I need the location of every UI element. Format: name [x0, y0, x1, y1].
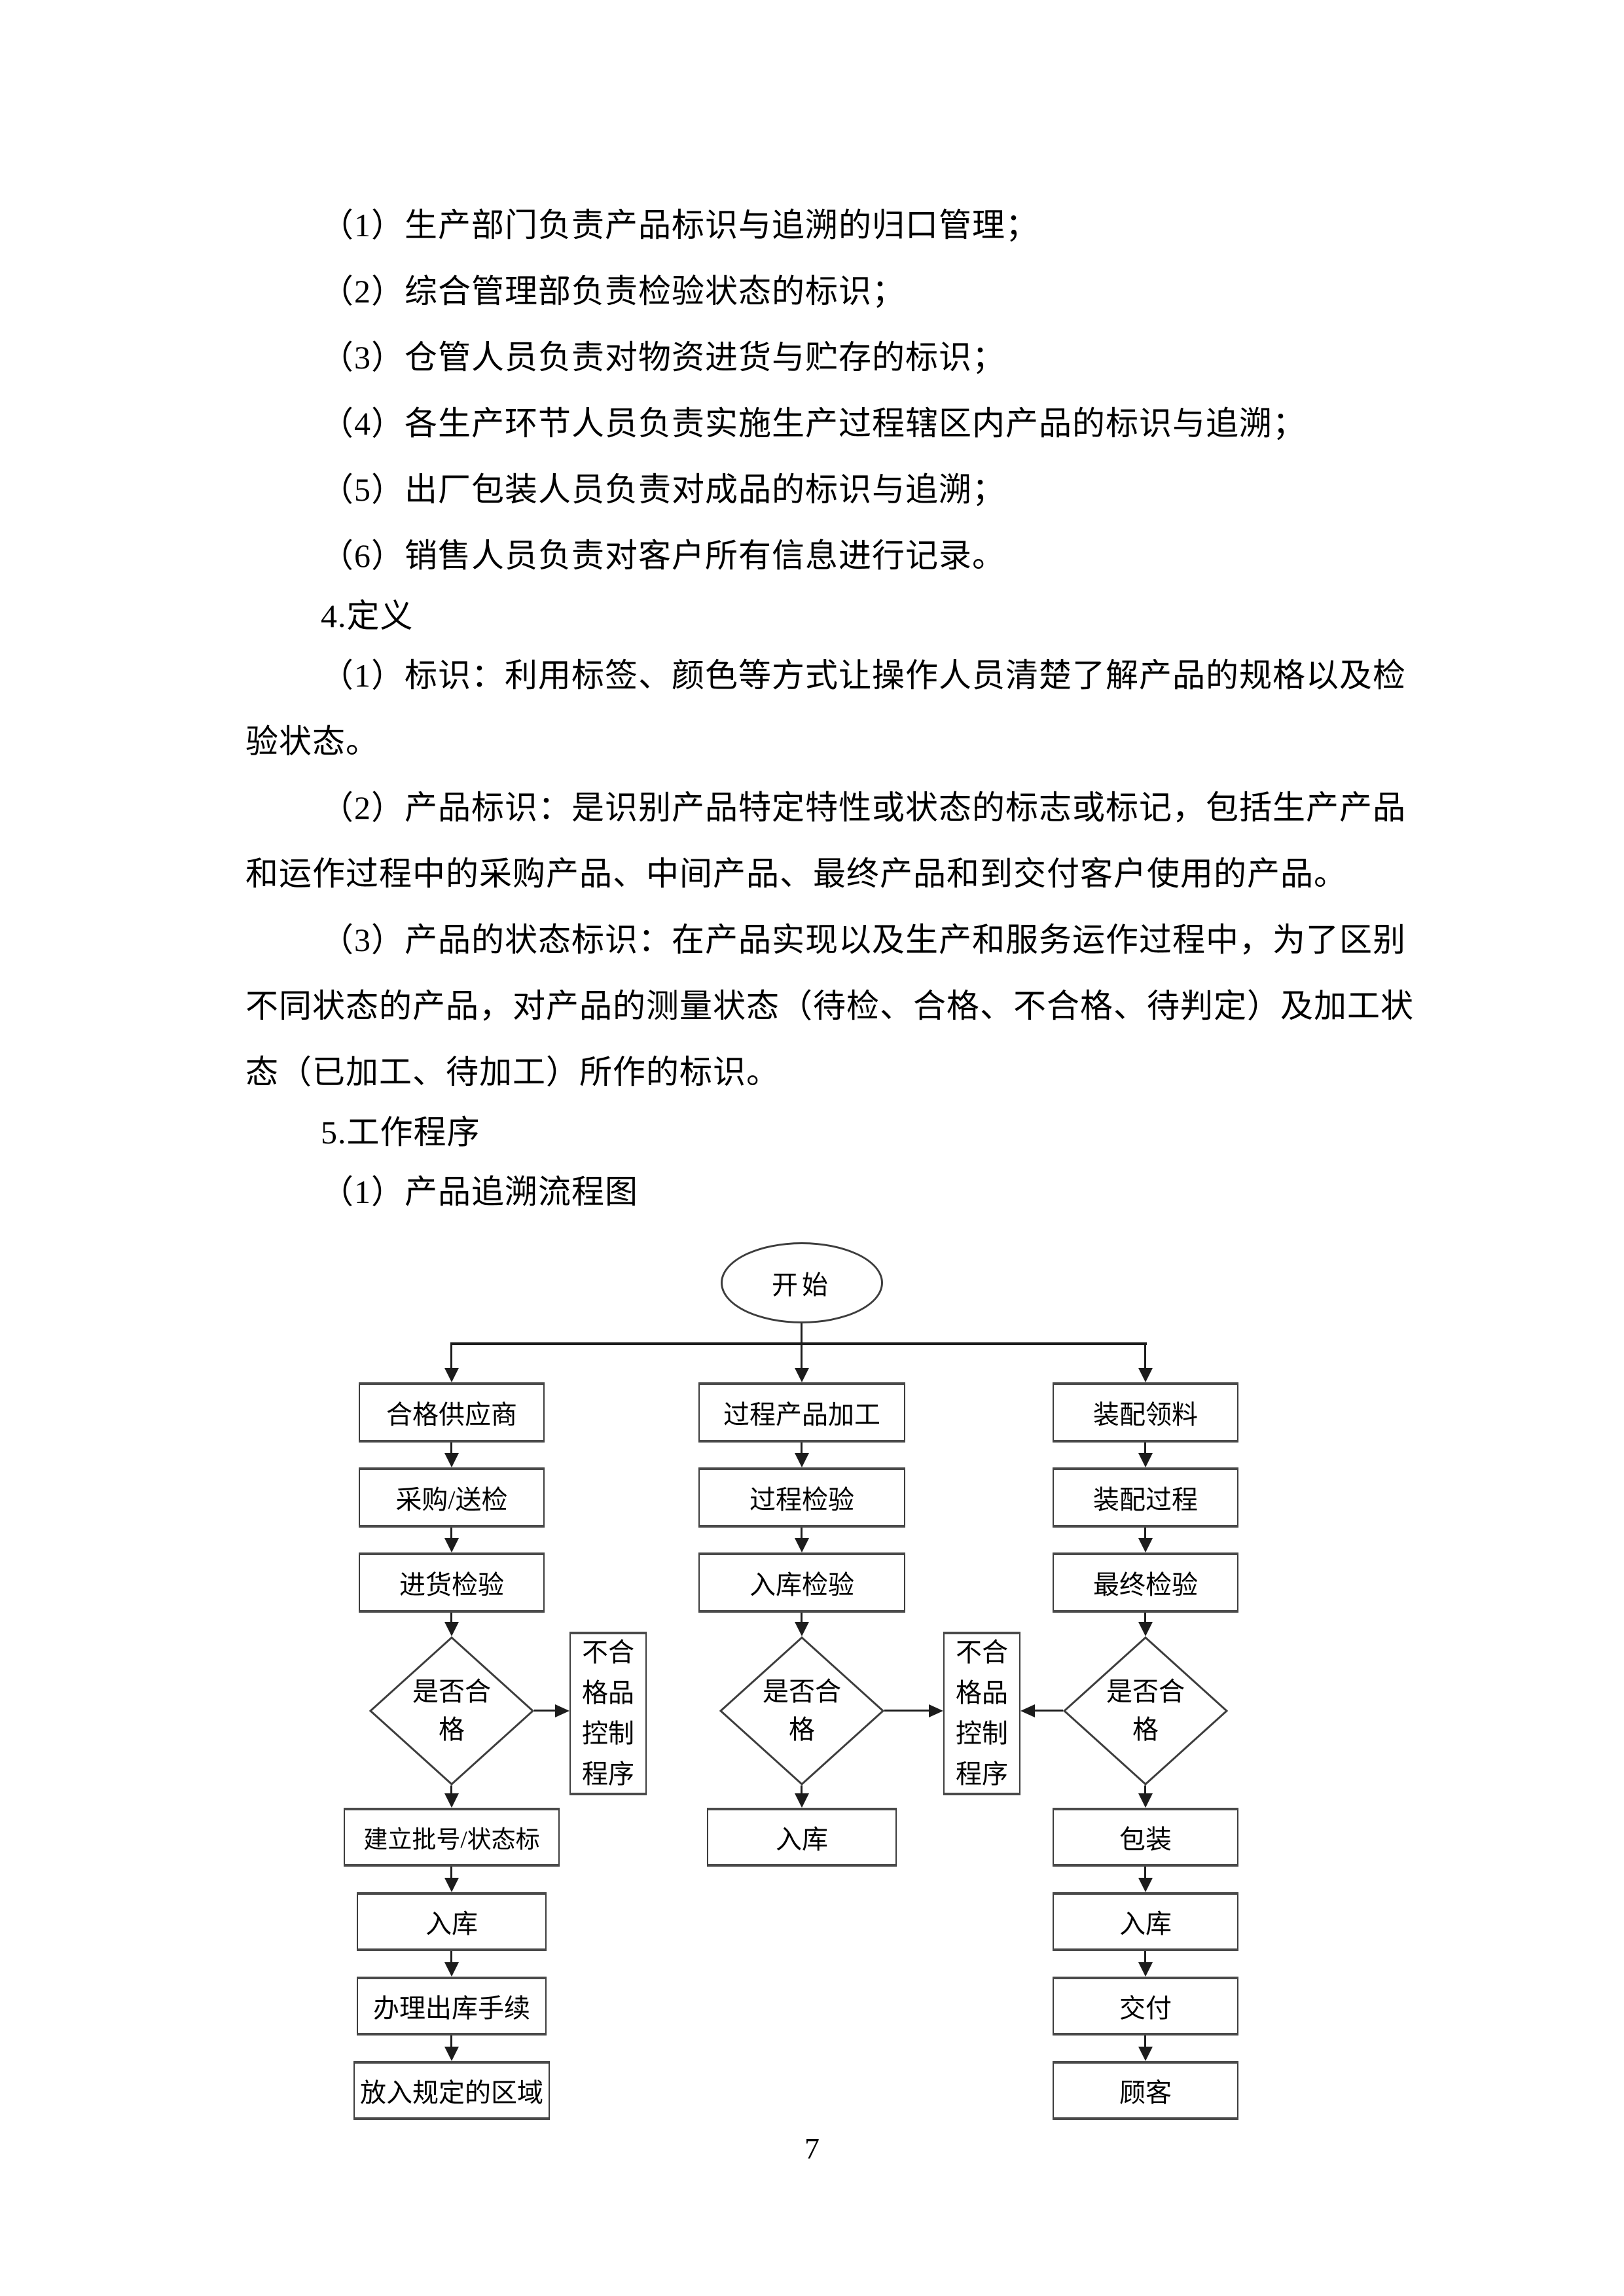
decision-diamond-shape: [369, 1636, 534, 1785]
flow-connector: [1144, 1345, 1146, 1380]
flow-node-customer: 顾客: [1053, 2061, 1238, 2120]
arrowhead-icon: [555, 1704, 569, 1717]
decision-diamond-shape: [1063, 1636, 1228, 1785]
flow-connector: [450, 1342, 1147, 1345]
arrowhead-icon: [444, 1793, 459, 1808]
text-line: （5）出厂包装人员负责对成品的标识与追溯；: [321, 471, 1005, 508]
flow-node-start: 开始: [721, 1242, 883, 1323]
reject-control-label: 不合格品控制程序: [582, 1638, 634, 1789]
flow-node-assembly-picking: 装配领料: [1053, 1382, 1238, 1443]
flow-node-incoming-inspection: 进货检验: [359, 1552, 545, 1613]
arrowhead-icon: [795, 1538, 809, 1552]
arrowhead-icon: [444, 1538, 459, 1552]
arrowhead-icon: [795, 1368, 809, 1382]
text-line: （2）综合管理部负责检验状态的标识；: [321, 273, 905, 310]
text-line: （1）产品追溯流程图: [321, 1174, 638, 1210]
flow-node-decision-final: 是否合格: [1063, 1636, 1228, 1785]
text-line: （1）标识：利用标签、颜色等方式让操作人员清楚了解产品的规格以及检: [321, 657, 1406, 694]
arrowhead-icon: [1138, 1368, 1153, 1382]
decision-diamond-shape: [719, 1636, 884, 1785]
arrowhead-icon: [444, 1962, 459, 1977]
arrowhead-icon: [1138, 2047, 1153, 2061]
flow-node-decision-incoming: 是否合格: [369, 1636, 534, 1785]
section-heading: 4.定义: [321, 598, 414, 634]
arrowhead-icon: [1138, 1962, 1153, 1977]
flow-node-designated-area: 放入规定的区域: [353, 2061, 550, 2120]
flow-connector: [801, 1345, 803, 1380]
section-heading: 5.工作程序: [321, 1114, 480, 1151]
arrowhead-icon: [444, 1453, 459, 1467]
arrowhead-icon: [1138, 1453, 1153, 1467]
reject-control-label: 不合格品控制程序: [956, 1638, 1008, 1789]
flow-node-warehouse-in-left: 入库: [357, 1892, 547, 1951]
arrowhead-icon: [1138, 1538, 1153, 1552]
arrowhead-icon: [929, 1704, 943, 1717]
product-trace-flowchart: 开始合格供应商 过程产品加工 装配领料采购/送检 过程检验 装配过程进货检验 入库检验 最终…: [255, 1211, 1381, 2147]
flow-connector: [884, 1710, 941, 1712]
arrowhead-icon: [444, 1368, 459, 1382]
arrowhead-icon: [1138, 1878, 1153, 1892]
text-line: 验状态。: [245, 723, 379, 760]
flow-node-final-inspection: 最终检验: [1053, 1552, 1238, 1613]
flow-connector: [801, 1323, 803, 1345]
flow-node-process-inspection: 过程检验: [698, 1467, 905, 1528]
flow-node-outbound-procedure: 办理出库手续: [357, 1977, 547, 2036]
decision-label: 是否合格: [763, 1677, 841, 1744]
flow-node-warehousing-inspection: 入库检验: [698, 1552, 905, 1613]
arrowhead-icon: [444, 1622, 459, 1636]
flow-node-process-product-machining: 过程产品加工: [698, 1382, 905, 1443]
flow-node-warehouse-in-right: 入库: [1053, 1892, 1238, 1951]
text-line: 不同状态的产品，对产品的测量状态（待检、合格、不合格、待判定）及加工状: [245, 988, 1414, 1024]
flow-node-qualified-supplier: 合格供应商: [359, 1382, 545, 1443]
body-text: （1）生产部门负责产品标识与追溯的归口管理； （2）综合管理部负责检验状态的标识；…: [245, 192, 1414, 1225]
decision-label: 是否合格: [412, 1677, 491, 1744]
flow-node-decision-warehousing: 是否合格: [719, 1636, 884, 1785]
text-line: 和运作过程中的采购产品、中间产品、最终产品和到交付客户使用的产品。: [245, 855, 1347, 892]
arrowhead-icon: [1138, 1622, 1153, 1636]
text-line: （2）产品标识：是识别产品特定特性或状态的标志或标记，包括生产产品: [321, 789, 1406, 826]
text-line: （3）仓管人员负责对物资进货与贮存的标识；: [321, 339, 1005, 376]
arrowhead-icon: [795, 1793, 809, 1808]
flow-node-create-batch-status-label: 建立批号/状态标: [344, 1808, 560, 1867]
arrowhead-icon: [795, 1622, 809, 1636]
text-line: （6）销售人员负责对客户所有信息进行记录。: [321, 537, 1005, 574]
flow-node-assembly-process: 装配过程: [1053, 1467, 1238, 1528]
flow-connector: [534, 1710, 567, 1712]
flow-node-purchase-send-inspection: 采购/送检: [359, 1467, 545, 1528]
arrowhead-icon: [444, 1878, 459, 1892]
arrowhead-icon: [795, 1453, 809, 1467]
arrowhead-icon: [444, 2047, 459, 2061]
text-line: 态（已加工、待加工）所作的标识。: [245, 1054, 780, 1090]
flow-connector: [1023, 1710, 1063, 1712]
decision-label: 是否合格: [1106, 1677, 1185, 1744]
page-number: 7: [804, 2132, 820, 2165]
text-line: （1）生产部门负责产品标识与追溯的归口管理；: [321, 207, 1039, 243]
flow-connector: [450, 1345, 452, 1380]
text-line: （4）各生产环节人员负责实施生产过程辖区内产品的标识与追溯；: [321, 405, 1306, 442]
text-line: （3）产品的状态标识：在产品实现以及生产和服务运作过程中，为了区别: [321, 922, 1406, 958]
flow-node-reject-control-1: 不合格品控制程序: [569, 1632, 647, 1795]
arrowhead-icon: [1020, 1704, 1035, 1717]
flow-node-reject-control-2: 不合格品控制程序: [943, 1632, 1020, 1795]
flow-node-packaging: 包装: [1053, 1808, 1238, 1867]
flow-node-warehouse-in-mid: 入库: [707, 1808, 897, 1867]
arrowhead-icon: [1138, 1793, 1153, 1808]
flow-node-delivery: 交付: [1053, 1977, 1238, 2036]
